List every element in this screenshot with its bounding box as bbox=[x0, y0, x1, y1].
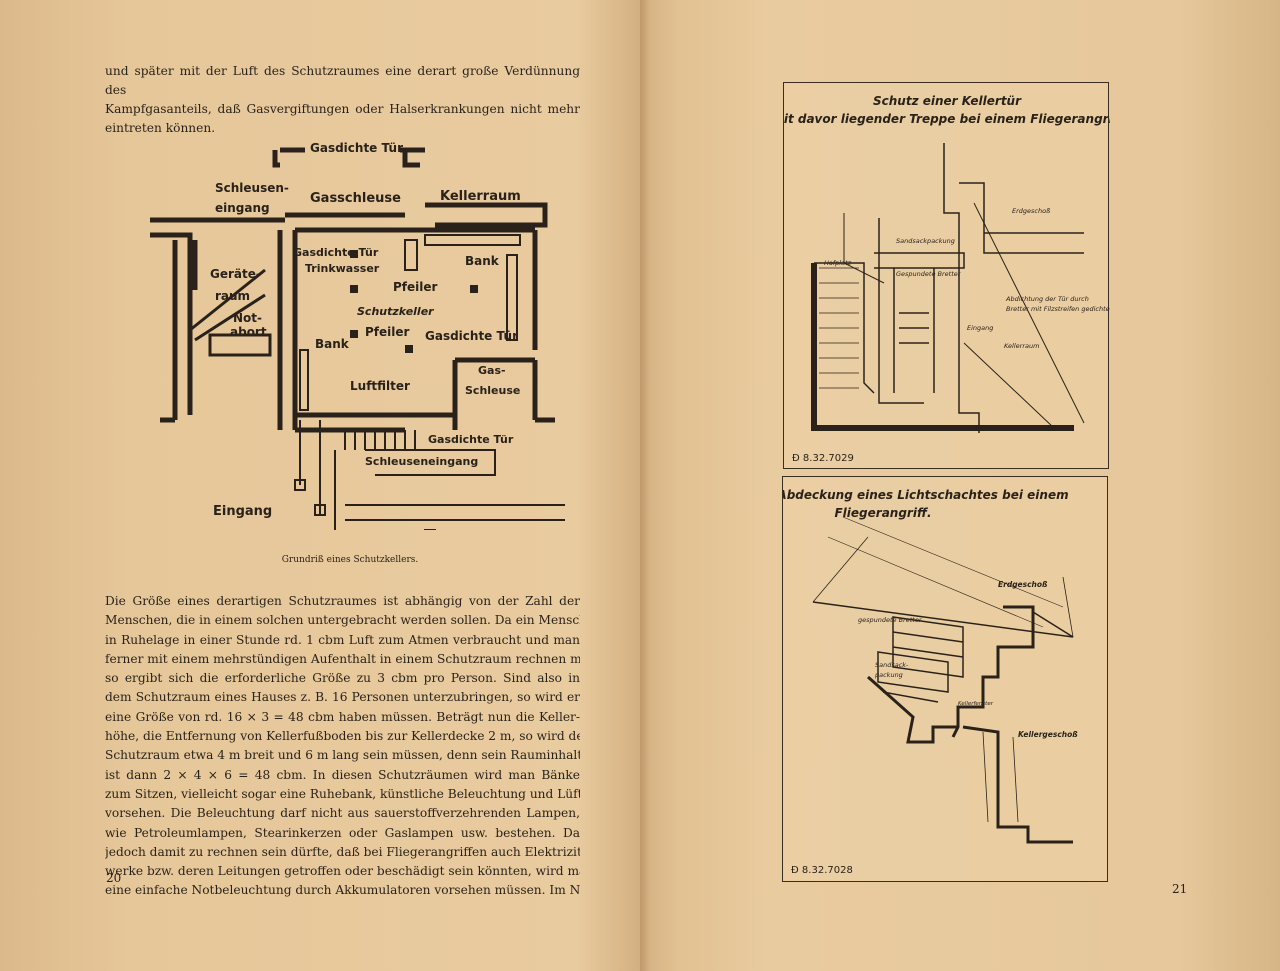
label-gespundete-bretter-bottom: gespundete Bretter bbox=[858, 616, 923, 624]
label-bank-left: Bank bbox=[315, 337, 350, 351]
text-line: jedoch damit zu rechnen sein dürfte, daß… bbox=[105, 844, 580, 859]
label-gasdichte-tuer-bottom: Gasdichte Tür bbox=[428, 433, 514, 446]
label-gasdichte-tuer-top: Gasdichte Tür bbox=[310, 141, 403, 155]
label-not: Not- bbox=[233, 311, 262, 325]
label-eingang-small: eingang bbox=[215, 201, 270, 215]
text-line: zum Sitzen, vielleicht sogar eine Ruheba… bbox=[105, 786, 580, 801]
text-line: Kampfgasanteils, daß Gasvergiftungen ode… bbox=[105, 102, 580, 116]
figure-kellertuer: Schutz einer Kellertür mit davor liegend… bbox=[783, 82, 1110, 469]
label-schleuseneingang: Schleuseneingang bbox=[365, 455, 478, 468]
figure-code-top: Ɖ 8.32.7029 bbox=[792, 453, 854, 464]
label-hofplatz: Hofplatz bbox=[824, 259, 852, 267]
label-abdichtung-1: Abdichtung der Tür durch bbox=[1005, 295, 1089, 303]
kellertuer-drawing: Schutz einer Kellertür mit davor liegend… bbox=[784, 94, 1110, 433]
label-gespundete-bretter-top: Gespundete Bretter bbox=[896, 270, 962, 278]
label-eingang-top: Eingang bbox=[967, 324, 993, 332]
text-line: ist dann 2 × 4 × 6 = 48 cbm. In diesen S… bbox=[105, 767, 580, 782]
lichtschacht-drawing: Abdeckung eines Lichtschachtes bei einem… bbox=[783, 488, 1078, 844]
label-trinkwasser: Trinkwasser bbox=[305, 262, 380, 275]
label-schutzkeller: Schutzkeller bbox=[357, 305, 434, 318]
text-line: ferner mit einem mehrstündigen Aufenthal… bbox=[105, 651, 580, 666]
text-line: eintreten können. bbox=[105, 121, 216, 135]
label-schleuse: Schleuse bbox=[465, 384, 520, 397]
label-erdgeschoss-top: Erdgeschoß bbox=[1012, 207, 1050, 215]
figure-code-bottom: Ɖ 8.32.7028 bbox=[791, 865, 853, 876]
text-line: vorsehen. Die Beleuchtung darf nicht aus… bbox=[105, 806, 580, 821]
body-paragraph: Die Größe eines derartigen Schutzraumes … bbox=[105, 592, 580, 901]
text-line: werke bzw. deren Leitungen getroffen ode… bbox=[105, 864, 580, 879]
text-line: Schutzraum etwa 4 m breit und 6 m lang s… bbox=[105, 748, 580, 763]
label-kellerraum-top: Kellerraum bbox=[1004, 342, 1039, 350]
label-sandsack-1: Sandsack- bbox=[875, 661, 909, 669]
floor-plan-figure: Gasdichte Tür Schleusen- eingang Gasschl… bbox=[135, 130, 565, 541]
label-raum: raum bbox=[215, 289, 250, 303]
figure-lichtschacht: Abdeckung eines Lichtschachtes bei einem… bbox=[782, 476, 1108, 882]
left-page: und später mit der Luft des Schutzraumes… bbox=[105, 62, 580, 901]
label-abdichtung-2: Bretter mit Filzstreifen gedichtet bbox=[1006, 305, 1110, 313]
intro-paragraph: und später mit der Luft des Schutzraumes… bbox=[105, 62, 580, 138]
text-line: und später mit der Luft des Schutzraumes… bbox=[105, 64, 580, 97]
label-kellerfenster: Kellerfenster bbox=[958, 701, 994, 707]
label-pfeiler-top: Pfeiler bbox=[393, 280, 438, 294]
text-line: eine einfache Notbeleuchtung durch Akkum… bbox=[105, 883, 580, 898]
label-gasdichte-tuer-mid: Gasdichte Tür bbox=[293, 246, 379, 259]
label-schleusen: Schleusen- bbox=[215, 181, 289, 195]
text-line: in Ruhelage in einer Stunde rd. 1 cbm Lu… bbox=[105, 632, 580, 647]
book-gutter bbox=[640, 0, 650, 971]
label-kellergeschoss: Kellergeschoß bbox=[1018, 730, 1078, 739]
label-eingang: Eingang bbox=[213, 504, 272, 519]
floor-plan-drawing: Gasdichte Tür Schleusen- eingang Gasschl… bbox=[150, 141, 565, 541]
text-line: Menschen, die in einem solchen untergebr… bbox=[105, 613, 580, 628]
label-erdgeschoss-bottom: Erdgeschoß bbox=[998, 580, 1047, 589]
text-line: dem Schutzraum eines Hauses z. B. 16 Per… bbox=[105, 690, 580, 705]
page-number-right: 21 bbox=[1172, 882, 1188, 896]
figure-caption: Grundriß eines Schutzkellers. bbox=[281, 555, 419, 565]
label-sandsackpackung: Sandsackpackung bbox=[896, 237, 955, 245]
label-abort: abort bbox=[230, 325, 267, 339]
label-gasdichte-tuer-right: Gasdichte Tür bbox=[425, 329, 518, 343]
label-gasschleuse: Gasschleuse bbox=[310, 191, 401, 206]
label-pfeiler-mid: Pfeiler bbox=[365, 325, 410, 339]
text-line: wie Petroleumlampen, Stearinkerzen oder … bbox=[105, 825, 580, 840]
label-geraete: Geräte- bbox=[210, 267, 261, 281]
label-luftfilter: Luftfilter bbox=[350, 379, 410, 393]
fig-top-title-1: Schutz einer Kellertür bbox=[873, 94, 1022, 108]
label-gas: Gas- bbox=[478, 364, 506, 377]
right-page: Schutz einer Kellertür mit davor liegend… bbox=[650, 0, 1280, 971]
text-line: eine Größe von rd. 16 × 3 = 48 cbm haben… bbox=[105, 709, 580, 724]
text-line: so ergibt sich die erforderliche Größe z… bbox=[105, 671, 580, 686]
fig-bottom-title-1: Abdeckung eines Lichtschachtes bei einem bbox=[783, 488, 1069, 502]
text-line: höhe, die Entfernung von Kellerfußboden … bbox=[105, 729, 580, 744]
label-bank-right: Bank bbox=[465, 254, 500, 268]
fig-top-title-2: mit davor liegender Treppe bei einem Fli… bbox=[784, 112, 1110, 126]
label-kellerraum: Kellerraum bbox=[440, 189, 521, 204]
text-line: Die Größe eines derartigen Schutzraumes … bbox=[105, 594, 580, 608]
page-number-left: 20 bbox=[106, 871, 122, 885]
fig-bottom-title-2: Fliegerangriff. bbox=[834, 506, 931, 520]
label-sandsack-2: packung bbox=[874, 671, 903, 679]
